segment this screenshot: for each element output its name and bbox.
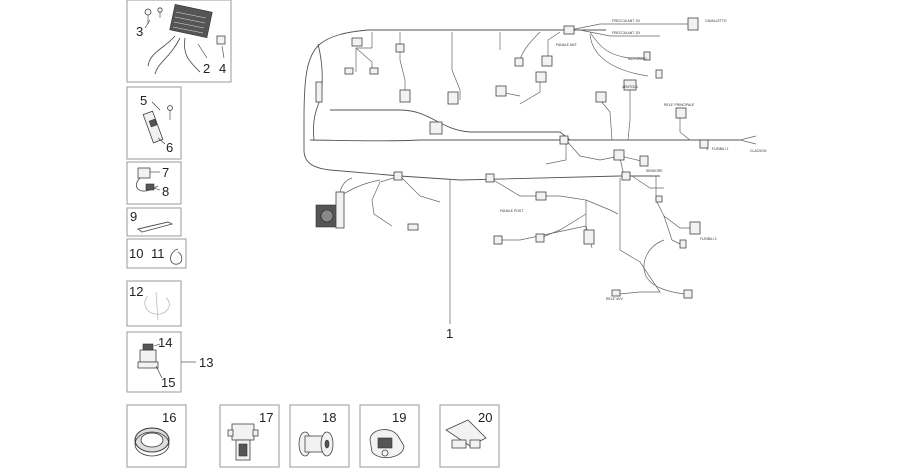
part-number-2: 2 bbox=[203, 61, 210, 76]
part-number-5: 5 bbox=[140, 93, 147, 108]
part-box-20[interactable]: 20 bbox=[439, 404, 500, 468]
label-freccia-ant-dx: FRECCIA ANT. DX bbox=[612, 31, 641, 35]
part-number-7: 7 bbox=[162, 165, 169, 180]
label-rele-avv: RELE' AVV. bbox=[606, 297, 624, 301]
part-box-9[interactable]: 9 bbox=[126, 207, 182, 237]
part-number-20: 20 bbox=[478, 410, 492, 425]
part-box-18[interactable]: 18 bbox=[289, 404, 350, 468]
label-fanale-ant: FANALE ANT. bbox=[556, 43, 577, 47]
part-number-11: 11 bbox=[151, 246, 165, 261]
part-number-9: 9 bbox=[130, 209, 137, 224]
label-clacson: CLACSON bbox=[750, 149, 767, 153]
label-ventola: VENTOLA bbox=[622, 85, 639, 89]
label-cavalletto: CAVALLETTO bbox=[705, 19, 727, 23]
wiring-harness[interactable] bbox=[303, 17, 757, 324]
part-number-10: 10 bbox=[129, 246, 143, 261]
part-number-17: 17 bbox=[259, 410, 273, 425]
part-box-12[interactable]: 12 bbox=[126, 280, 182, 327]
label-motorino: MOTORINO bbox=[628, 57, 647, 61]
part-number-18: 18 bbox=[322, 410, 336, 425]
part-number-12: 12 bbox=[129, 284, 143, 299]
part-box-7-8[interactable]: 7 8 bbox=[126, 161, 182, 205]
part-number-14: 14 bbox=[158, 335, 172, 350]
label-sensore: SENSORE bbox=[646, 169, 663, 173]
part-number-6: 6 bbox=[166, 140, 173, 155]
label-fusibili-1: FUSIBILI 1 bbox=[712, 147, 729, 151]
label-fanale-post: FANALE POST. bbox=[500, 209, 524, 213]
part-number-8: 8 bbox=[162, 184, 169, 199]
part-box-14-15[interactable]: 14 15 13 bbox=[126, 331, 213, 393]
part-number-19: 19 bbox=[392, 410, 406, 425]
part-number-15: 15 bbox=[161, 375, 175, 390]
part-box-19[interactable]: 19 bbox=[359, 404, 420, 468]
label-rele-principale: RELE' PRINCIPALE bbox=[664, 103, 695, 107]
part-number-3: 3 bbox=[136, 24, 143, 39]
part-number-4: 4 bbox=[219, 61, 226, 76]
part-number-1: 1 bbox=[446, 326, 453, 341]
part-box-5-6[interactable]: 5 6 bbox=[126, 86, 182, 160]
label-freccia-ant-sx: FRECCIA ANT. SX bbox=[612, 19, 641, 23]
part-number-13: 13 bbox=[199, 355, 213, 370]
part-box-10-11[interactable]: 10 11 bbox=[126, 238, 187, 269]
part-box-16[interactable]: 16 bbox=[126, 404, 187, 468]
part-box-2-3-4[interactable]: 3 2 4 bbox=[126, 0, 232, 83]
part-number-16: 16 bbox=[162, 410, 176, 425]
part-box-17[interactable]: 17 bbox=[219, 404, 280, 468]
label-fusibili-2: FUSIBILI 2 bbox=[700, 237, 717, 241]
